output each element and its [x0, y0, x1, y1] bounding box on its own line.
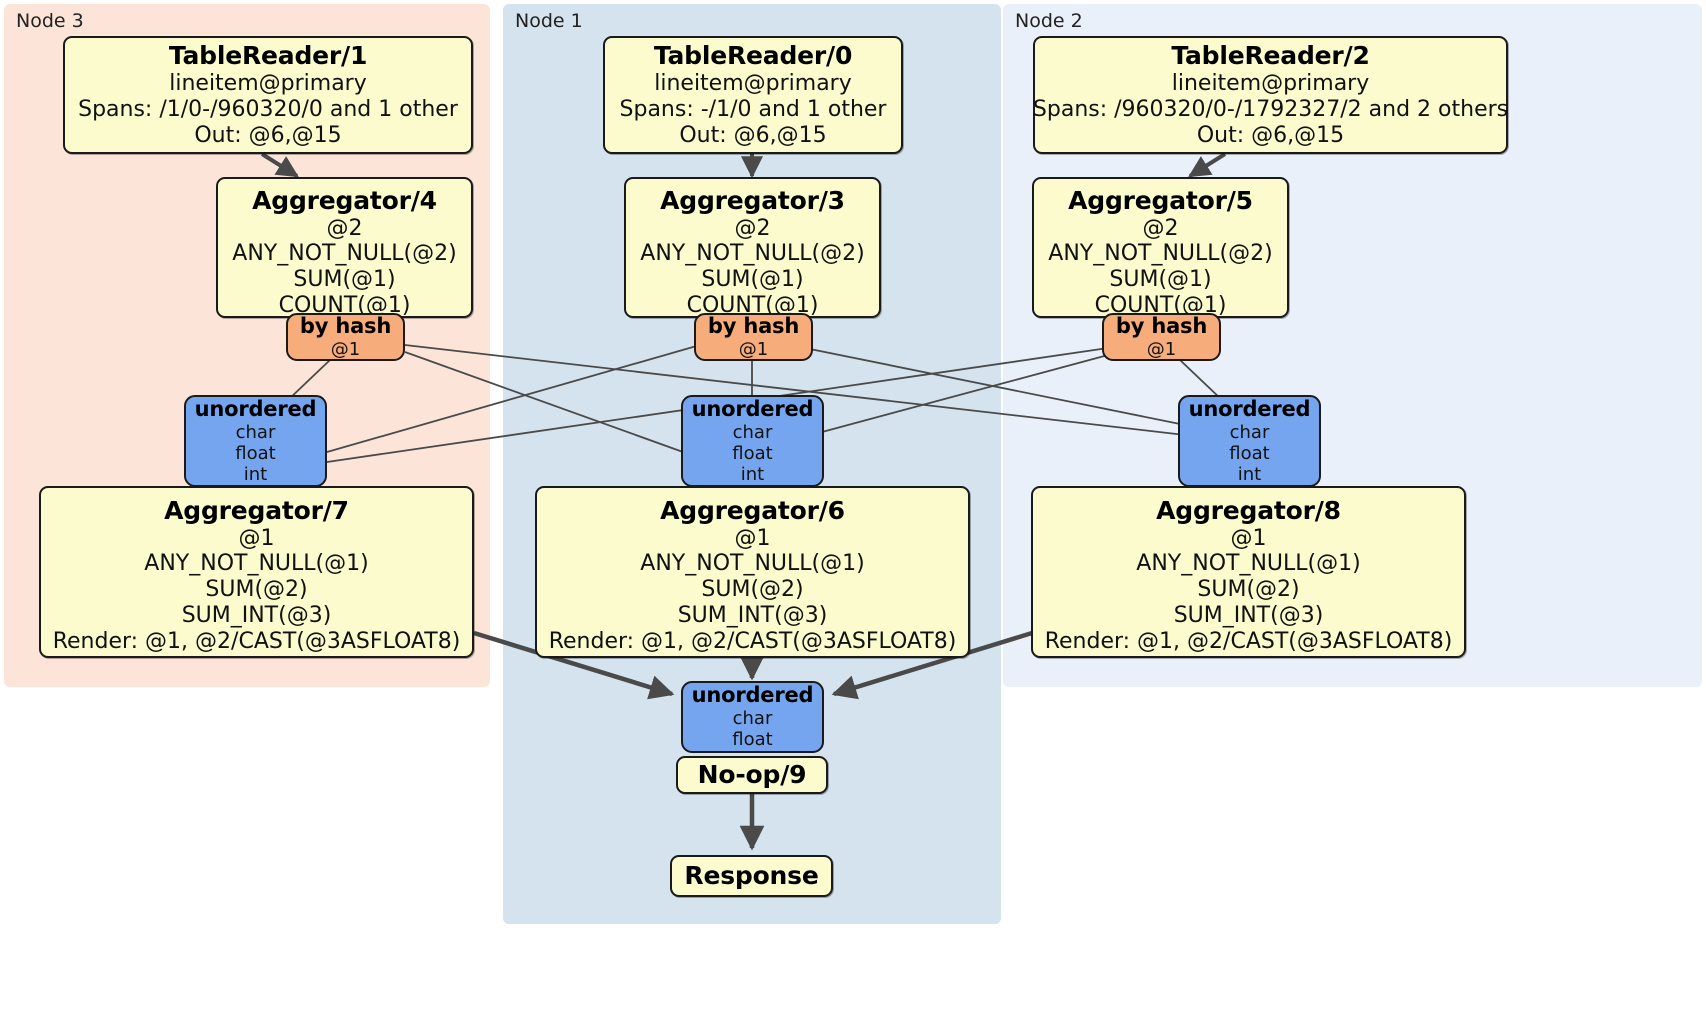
box-sync-unordered-center[interactable]: unordered char float int — [681, 395, 824, 487]
box-line: @1 — [238, 525, 275, 551]
sync-title: unordered — [691, 683, 814, 708]
box-line: Out: @6,@15 — [1196, 122, 1345, 148]
box-router-by-hash-center[interactable]: by hash @1 — [694, 313, 813, 361]
box-noop-9[interactable]: No-op/9 — [676, 756, 828, 794]
box-line: SUM(@2) — [1197, 577, 1300, 603]
sync-line: int — [1237, 464, 1262, 485]
sync-line: char — [732, 421, 773, 443]
box-aggregator-6[interactable]: Aggregator/6 @1 ANY_NOT_NULL(@1) SUM(@2)… — [535, 486, 970, 658]
box-title: Response — [684, 861, 819, 891]
box-line: @1 — [734, 525, 771, 551]
box-line: ANY_NOT_NULL(@2) — [232, 241, 457, 267]
node-panel-label-node1: Node 1 — [515, 10, 583, 32]
sync-line: float — [732, 729, 773, 751]
box-line: SUM(@1) — [1109, 267, 1212, 293]
box-line: lineitem@primary — [654, 70, 852, 96]
box-line: ANY_NOT_NULL(@1) — [640, 551, 865, 577]
router-line: @1 — [330, 338, 361, 360]
router-line: @1 — [738, 338, 769, 360]
box-line: ANY_NOT_NULL(@1) — [144, 551, 369, 577]
box-sync-unordered-left[interactable]: unordered char float int — [184, 395, 327, 487]
box-line: @2 — [1142, 215, 1179, 241]
box-title: No-op/9 — [697, 760, 807, 790]
box-line: lineitem@primary — [1171, 70, 1370, 96]
box-tablereader-0[interactable]: TableReader/0 lineitem@primary Spans: -/… — [603, 36, 903, 154]
sync-line: char — [732, 708, 773, 730]
box-line: SUM_INT(@3) — [1173, 603, 1324, 629]
box-title: Aggregator/7 — [164, 496, 349, 525]
box-sync-unordered-right[interactable]: unordered char float int — [1178, 395, 1321, 487]
box-line: Render: @1, @2/CAST(@3ASFLOAT8) — [548, 629, 957, 655]
box-title: Aggregator/3 — [660, 186, 845, 215]
box-response[interactable]: Response — [670, 855, 833, 897]
sync-line: float — [235, 442, 276, 464]
box-line: @2 — [734, 215, 771, 241]
box-line: Spans: /960320/0-/1792327/2 and 2 others — [1032, 96, 1509, 122]
node-panel-label-node3: Node 3 — [16, 10, 84, 32]
box-line: @1 — [1230, 525, 1267, 551]
box-line: ANY_NOT_NULL(@2) — [1048, 241, 1273, 267]
box-sync-unordered-final[interactable]: unordered char float — [681, 681, 824, 753]
sync-title: unordered — [1188, 396, 1311, 421]
box-title: Aggregator/4 — [252, 186, 437, 215]
box-line: SUM(@1) — [701, 267, 804, 293]
sync-line: char — [235, 421, 276, 443]
node-panel-label-node2: Node 2 — [1015, 10, 1083, 32]
box-line: Out: @6,@15 — [679, 122, 827, 148]
box-title: TableReader/2 — [1171, 41, 1370, 71]
box-tablereader-2[interactable]: TableReader/2 lineitem@primary Spans: /9… — [1033, 36, 1508, 154]
box-line: SUM(@1) — [293, 267, 396, 293]
box-title: Aggregator/5 — [1068, 186, 1253, 215]
box-line: Spans: -/1/0 and 1 other — [619, 96, 887, 122]
box-line: SUM(@2) — [701, 577, 804, 603]
sync-line: float — [732, 442, 773, 464]
box-aggregator-4[interactable]: Aggregator/4 @2 ANY_NOT_NULL(@2) SUM(@1)… — [216, 177, 473, 318]
box-line: Render: @1, @2/CAST(@3ASFLOAT8) — [1044, 629, 1453, 655]
box-title: TableReader/1 — [168, 41, 368, 71]
sync-line: int — [740, 464, 765, 485]
box-line: ANY_NOT_NULL(@2) — [640, 241, 865, 267]
router-title: by hash — [299, 314, 392, 338]
box-line: ANY_NOT_NULL(@1) — [1136, 551, 1361, 577]
box-title: TableReader/0 — [653, 41, 853, 71]
box-line: SUM_INT(@3) — [677, 603, 828, 629]
box-aggregator-7[interactable]: Aggregator/7 @1 ANY_NOT_NULL(@1) SUM(@2)… — [39, 486, 474, 658]
sync-title: unordered — [691, 396, 814, 421]
box-line: Render: @1, @2/CAST(@3ASFLOAT8) — [52, 629, 461, 655]
router-title: by hash — [1115, 314, 1208, 338]
router-line: @1 — [1146, 338, 1177, 360]
sync-line: float — [1229, 442, 1270, 464]
box-title: Aggregator/8 — [1156, 496, 1341, 525]
box-line: @2 — [326, 215, 363, 241]
box-router-by-hash-left[interactable]: by hash @1 — [286, 313, 405, 361]
sync-line: char — [1229, 421, 1270, 443]
box-line: lineitem@primary — [169, 70, 367, 96]
box-line: Spans: /1/0-/960320/0 and 1 other — [78, 96, 458, 122]
box-line: SUM_INT(@3) — [181, 603, 332, 629]
sync-title: unordered — [194, 396, 317, 421]
router-title: by hash — [707, 314, 800, 338]
box-line: Out: @6,@15 — [194, 122, 342, 148]
box-line: SUM(@2) — [205, 577, 308, 603]
box-aggregator-5[interactable]: Aggregator/5 @2 ANY_NOT_NULL(@2) SUM(@1)… — [1032, 177, 1289, 318]
box-title: Aggregator/6 — [660, 496, 845, 525]
box-router-by-hash-right[interactable]: by hash @1 — [1102, 313, 1221, 361]
box-aggregator-3[interactable]: Aggregator/3 @2 ANY_NOT_NULL(@2) SUM(@1)… — [624, 177, 881, 318]
box-aggregator-8[interactable]: Aggregator/8 @1 ANY_NOT_NULL(@1) SUM(@2)… — [1031, 486, 1466, 658]
sync-line: int — [243, 464, 268, 485]
box-tablereader-1[interactable]: TableReader/1 lineitem@primary Spans: /1… — [63, 36, 473, 154]
